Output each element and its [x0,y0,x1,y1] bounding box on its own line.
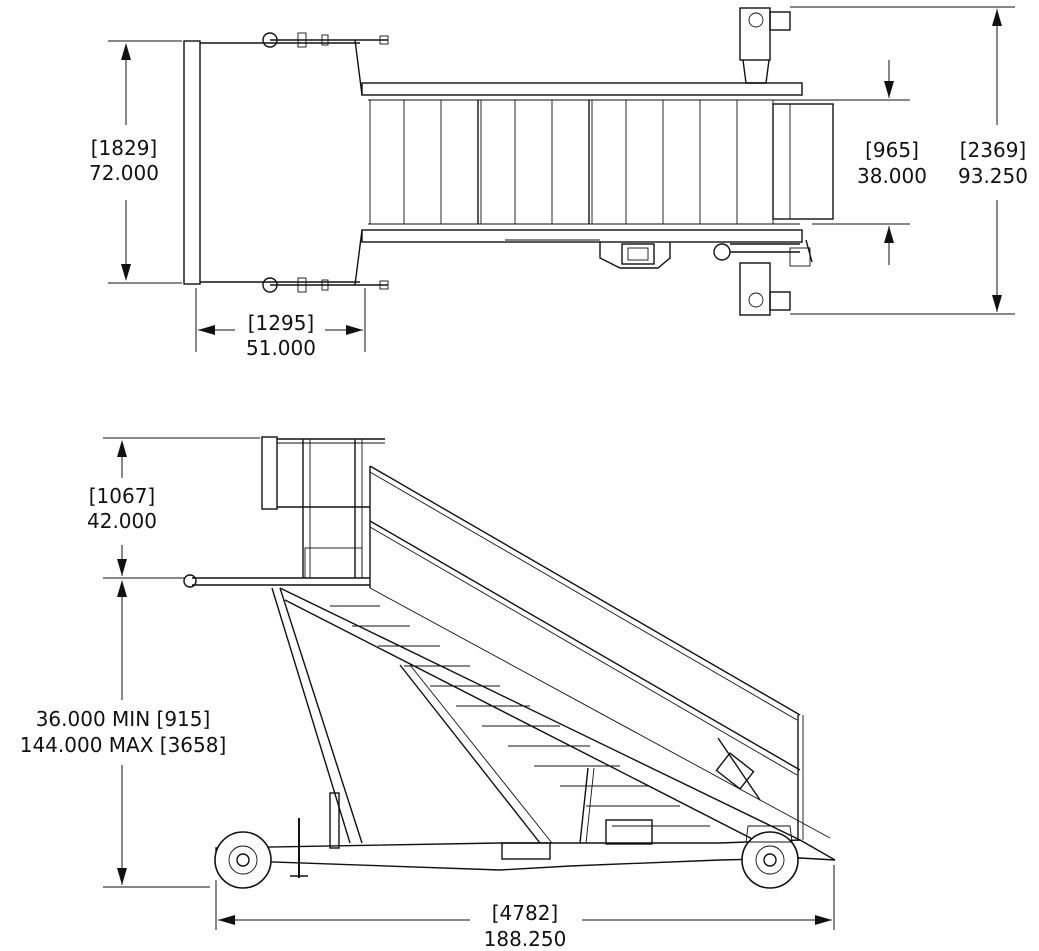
hook-ring-top [262,32,278,48]
top-view: [1829] 72.000 [1295] 51.000 [965] 38.000 [89,6,1028,360]
front-axle-assembly [713,7,813,316]
rear-wheel [214,831,272,889]
stair-side-rail-bottom [361,229,803,243]
battery-box [599,242,671,269]
dim-handrail-height-imperial: 42.000 [87,509,157,533]
lift-strut [399,664,541,844]
dim-platform-depth: [1829] 72.000 [89,40,182,284]
dim-overall-length-imperial: 188.250 [484,927,567,951]
chassis-frame [215,839,836,871]
dim-overall-length: [4782] 188.250 [215,865,835,951]
tow-ring [183,574,197,588]
platform-end-plate [183,40,201,285]
dim-platform-length-metric: [1295] [248,311,315,335]
dim-platform-height: 36.000 MIN [915] 144.000 MAX [3658] [20,580,227,888]
dim-overall-width-metric: [2369] [960,138,1027,162]
dim-overall-length-metric: [4782] [492,901,559,925]
platform-gate [261,436,278,510]
dim-platform-depth-metric: [1829] [91,136,158,160]
battery [605,819,653,845]
stair-treads [369,99,774,225]
dim-overall-width: [2369] 93.250 [790,6,1028,315]
hook-ring-bottom [262,277,278,293]
front-wheel [741,825,799,889]
dim-platform-depth-imperial: 72.000 [89,161,159,185]
handrail-upper [369,465,801,716]
dim-handrail-height-metric: [1067] [89,484,156,508]
dim-platform-height-min: 36.000 MIN [915] [36,707,211,731]
dim-handrail-height: [1067] 42.000 [87,437,260,579]
dim-platform-height-max: 144.000 MAX [3658] [20,733,227,757]
dim-platform-length: [1295] 51.000 [195,288,366,360]
stair-stringer-top [279,587,801,841]
dim-stair-width-imperial: 38.000 [857,164,927,188]
rear-strut [271,587,351,844]
side-treads [330,605,710,827]
dim-overall-width-imperial: 93.250 [958,164,1028,188]
dim-stair-width-metric: [965] [865,138,919,162]
dim-stair-width: [965] 38.000 [795,60,927,265]
side-view: [1067] 42.000 36.000 MIN [915] 144.000 M… [20,436,836,951]
bottom-step [772,103,834,220]
handrail-lower [369,520,801,771]
stair-side-rail-top [361,82,803,96]
dim-platform-length-imperial: 51.000 [246,336,316,360]
